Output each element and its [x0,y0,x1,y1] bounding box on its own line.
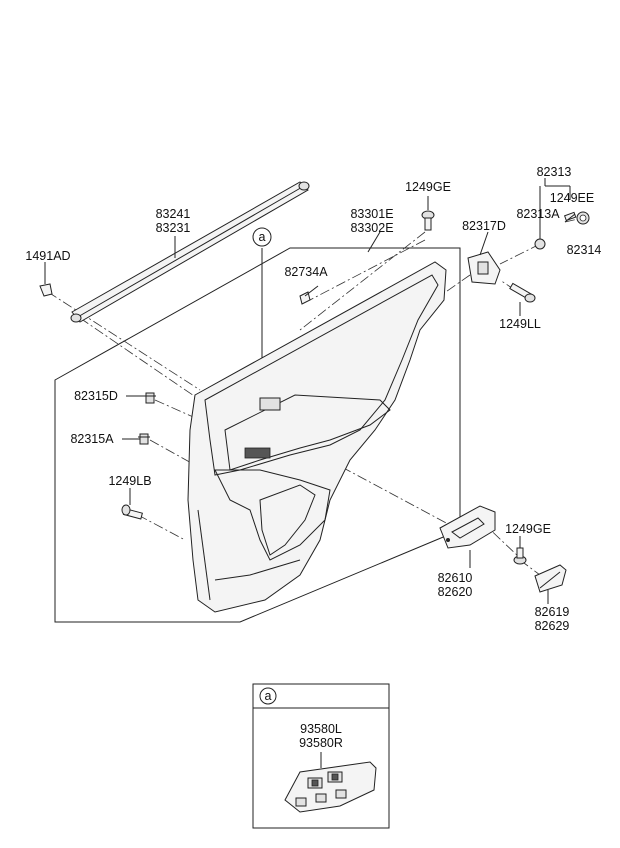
label-83241: 83241 [156,207,191,221]
leader-1249EE [564,213,576,223]
power-window-switch-93580L [284,761,377,813]
label-83301E: 83301E [350,207,393,221]
clip-82734A [299,291,311,305]
callout-circle-main [252,227,272,247]
bushing-82313A [534,238,546,250]
label-1249GE-top: 1249GE [405,180,451,194]
detail-box-a: a 93580L 93580R [252,683,390,829]
label-93580R: 93580R [299,736,343,750]
clip-1491AD [39,283,53,297]
label-82315A: 82315A [70,432,114,446]
label-82629: 82629 [535,619,570,633]
label-1491AD: 1491AD [25,249,70,263]
label-83302E: 83302E [350,221,393,235]
screw-1249LB [121,504,143,520]
label-83231: 83231 [156,221,191,235]
door-trim-panel [187,261,447,613]
cover-82619 [534,564,567,593]
label-1249GE-bottom: 1249GE [505,522,551,536]
leader-82317D [479,231,489,256]
leader-82734A [304,285,319,297]
leader-83301E [367,231,381,253]
bracket-82317D [467,251,501,285]
label-82313: 82313 [537,165,572,179]
label-82315D: 82315D [74,389,118,403]
screw-1249GE-top [421,210,435,231]
label-1249EE: 1249EE [550,191,594,205]
clip-82315D [144,392,156,404]
callout-letter-main: a [259,230,266,244]
part-labels: 82313 1249GE 1249EE 82313A 83241 83231 8… [25,165,601,633]
label-82620: 82620 [438,585,473,599]
label-93580L: 93580L [300,722,342,736]
label-82317D: 82317D [462,219,506,233]
screw-1249LL [509,282,536,303]
callout-letter-detail: a [265,689,272,703]
label-82619: 82619 [535,605,570,619]
label-82313A: 82313A [516,207,560,221]
label-82314: 82314 [567,243,602,257]
label-82734A: 82734A [284,265,328,279]
label-82610: 82610 [438,571,473,585]
screw-1249EE [563,211,577,222]
label-1249LL: 1249LL [499,317,541,331]
belt-weatherstrip [70,181,310,323]
screw-1249GE-bottom [513,547,527,565]
label-1249LB: 1249LB [108,474,151,488]
inside-handle-82610 [439,505,496,549]
callout-circle-detail [259,687,277,705]
